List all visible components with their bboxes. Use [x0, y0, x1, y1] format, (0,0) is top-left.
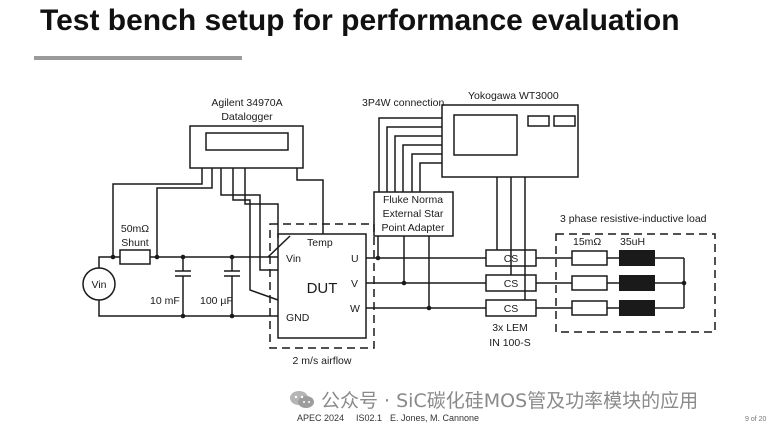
footer-conference: APEC 2024: [297, 413, 345, 423]
load-resistor-u: [571, 250, 608, 266]
datalogger-label-1: Agilent 34970A: [211, 97, 282, 109]
footer-session: IS02.1: [356, 413, 383, 423]
slide-title: Test bench setup for performance evaluat…: [40, 4, 680, 37]
power-analyzer-label: Yokogawa WT3000: [468, 90, 559, 102]
vin-source-label: Vin: [92, 279, 107, 291]
vin-positive-wire: [98, 256, 120, 268]
cap2-label: 100 µF: [200, 295, 233, 307]
load-inductor-v: [619, 275, 655, 291]
datalogger-label-2: Datalogger: [221, 111, 273, 123]
load-inductor-w: [619, 300, 655, 316]
footer-authors: E. Jones, M. Cannone: [390, 413, 480, 423]
load-resistor-w: [571, 300, 608, 316]
title-underline: [34, 56, 242, 60]
connection-label: 3P4W connection: [362, 97, 444, 109]
load-title: 3 phase resistive-inductive load: [560, 213, 707, 225]
dut-vin-pin: Vin: [286, 253, 301, 265]
dut-gnd-pin: GND: [286, 312, 310, 324]
datalogger-display: [205, 132, 289, 151]
datalogger-box: [189, 125, 304, 169]
watermark: 公众号 · SiC碳化硅MOS管及功率模块的应用: [289, 386, 698, 413]
power-analyzer-button-1: [527, 115, 550, 127]
airflow-label: 2 m/s airflow: [293, 355, 352, 367]
power-analyzer-button-2: [553, 115, 576, 127]
dut-box: [277, 233, 367, 339]
shunt-label-1: 50mΩ: [121, 223, 149, 235]
vin-negative-wire: [98, 300, 278, 317]
shunt-resistor: [119, 249, 151, 265]
dut-temp-label: Temp: [307, 237, 333, 249]
airflow-enclosure: [269, 223, 375, 349]
load-enclosure: [555, 233, 716, 333]
star-point-adapter-box: [373, 191, 454, 237]
dut-w-pin: W: [350, 303, 360, 315]
load-resistor-v: [571, 275, 608, 291]
page-number: 9 of 20: [745, 416, 767, 423]
dut-v-pin: V: [351, 278, 358, 290]
shunt-label-2: Shunt: [121, 237, 149, 249]
lem-label-1: 3x LEM: [492, 322, 528, 334]
star-point-label-1: Fluke Norma: [383, 194, 443, 206]
dut-u-pin: U: [351, 253, 359, 265]
watermark-text: 公众号 · SiC碳化硅MOS管及功率模块的应用: [321, 390, 699, 412]
wechat-icon: [290, 390, 314, 408]
cs-v-label: CS: [504, 278, 519, 290]
star-point-label-3: Point Adapter: [381, 222, 445, 234]
cs-w-label: CS: [504, 303, 519, 315]
resistor-label: 15mΩ: [573, 236, 601, 248]
lem-label-2: IN 100-S: [489, 337, 530, 349]
dut-label: DUT: [307, 280, 338, 297]
cs-u-label: CS: [504, 253, 519, 265]
star-point-label-2: External Star: [383, 208, 444, 220]
load-inductor-u: [619, 250, 655, 266]
power-analyzer-display: [453, 114, 518, 156]
power-analyzer-box: [441, 104, 579, 178]
cap1-label: 10 mF: [150, 295, 180, 307]
inductor-label: 35uH: [620, 236, 645, 248]
